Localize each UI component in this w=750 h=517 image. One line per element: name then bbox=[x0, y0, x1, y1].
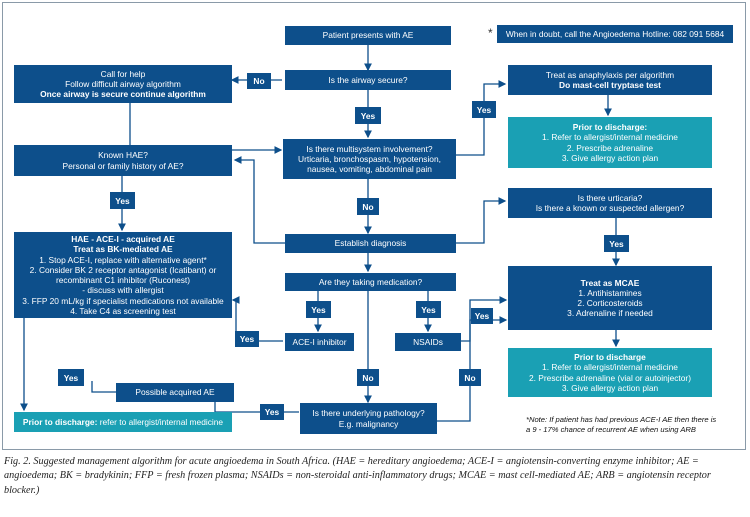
known-hae-line-1: Known HAE? bbox=[98, 150, 148, 161]
discharge3-bold: Prior to discharge: bbox=[22, 416, 98, 427]
label-yes-airway: Yes bbox=[355, 107, 381, 124]
label-yes-multisystem: Yes bbox=[472, 101, 496, 118]
node-discharge-anaphylaxis: Prior to discharge: 1. Refer to allergis… bbox=[508, 117, 712, 168]
node-acei-inhibitor: ACE-I inhibitor bbox=[285, 333, 354, 351]
mcae-line-4: 3. Adrenaline if needed bbox=[567, 308, 653, 319]
medication-text: Are they taking medication? bbox=[318, 276, 423, 287]
label-no-multisystem: No bbox=[357, 198, 379, 215]
note-line-1: *Note: If patient has had previous ACE-I… bbox=[526, 415, 717, 424]
call-help-line-3: Once airway is secure continue algorithm bbox=[40, 89, 206, 100]
node-call-for-help: Call for help Follow difficult airway al… bbox=[14, 65, 232, 103]
figure-caption: Fig. 2. Suggested management algorithm f… bbox=[4, 456, 711, 496]
node-nsaids: NSAIDs bbox=[395, 333, 461, 351]
discharge1-line-1: 1. Refer to allergist/internal medicine bbox=[542, 132, 678, 143]
hotline-text: When in doubt, call the Angioedema Hotli… bbox=[505, 28, 725, 39]
discharge2-title: Prior to discharge bbox=[574, 352, 646, 362]
label-yes-acei: Yes bbox=[306, 301, 331, 318]
anaphylaxis-line-1: Treat as anaphylaxis per algorithm bbox=[545, 69, 675, 80]
node-underlying-pathology: Is there underlying pathology? E.g. mali… bbox=[300, 403, 437, 434]
node-mcae: Treat as MCAE 1. Antihistamines 2. Corti… bbox=[508, 266, 712, 330]
possible-acquired-text: Possible acquired AE bbox=[135, 387, 215, 398]
hae-line-6: - discuss with allergist bbox=[82, 285, 164, 296]
note-line-2: a 9 - 17% chance of recurrent AE when us… bbox=[526, 425, 696, 435]
label-no-airway: No bbox=[247, 73, 271, 89]
node-hae-treatment: HAE - ACE-I - acquired AE Treat as BK-me… bbox=[14, 232, 232, 318]
arrow-callhelp-multisystem bbox=[129, 103, 283, 154]
mcae-line-3: 2. Corticosteroids bbox=[577, 298, 643, 308]
node-airway-secure: Is the airway secure? bbox=[285, 70, 451, 90]
node-airway-secure-text: Is the airway secure? bbox=[328, 74, 408, 85]
call-help-line-1: Call for help bbox=[100, 68, 146, 79]
underlying-line-2: E.g. malignancy bbox=[338, 418, 399, 429]
mcae-line-2: 1. Antihistamines bbox=[578, 287, 642, 298]
urticaria-line-2: Is there a known or suspected allergen? bbox=[535, 203, 685, 213]
arrow-underlying-acquired bbox=[214, 402, 299, 413]
node-urticaria: Is there urticaria? Is there a known or … bbox=[508, 188, 712, 218]
hotline-banner: When in doubt, call the Angioedema Hotli… bbox=[497, 25, 733, 43]
label-no-underlying: No bbox=[459, 369, 481, 386]
label-no-medication: No bbox=[357, 369, 379, 386]
arrow-establish-urticaria bbox=[456, 197, 507, 244]
hae-line-8: 4. Take C4 as screening test bbox=[70, 305, 176, 316]
label-yes-acei-hae: Yes bbox=[235, 331, 259, 347]
node-possible-acquired: Possible acquired AE bbox=[116, 383, 234, 402]
mcae-line-1: Treat as MCAE bbox=[580, 277, 640, 288]
label-yes-nsaids-mcae: Yes bbox=[471, 308, 493, 324]
label-yes-urticaria: Yes bbox=[604, 235, 629, 252]
arb-note: *Note: If patient has had previous ACE-I… bbox=[526, 415, 741, 436]
multisystem-line-1: Is there multisystem involvement? bbox=[306, 143, 433, 154]
hae-line-4: 2. Consider BK 2 receptor antagonist (Ic… bbox=[29, 264, 217, 275]
node-establish-diagnosis: Establish diagnosis bbox=[285, 234, 456, 253]
discharge3-rest: refer to allergist/internal medicine bbox=[97, 416, 224, 427]
discharge1-title: Prior to discharge: bbox=[572, 122, 648, 132]
hae-line-7: 3. FFP 20 mL/kg if specialist medication… bbox=[22, 295, 224, 306]
known-hae-line-2: Personal or family history of AE? bbox=[62, 160, 184, 171]
node-patient-presents: Patient presents with AE bbox=[285, 26, 451, 45]
hotline-asterisk: * bbox=[488, 26, 493, 40]
node-taking-medication: Are they taking medication? bbox=[285, 273, 456, 291]
call-help-line-2: Follow difficult airway algorithm bbox=[65, 78, 181, 89]
label-yes-nsaids: Yes bbox=[416, 301, 441, 318]
nsaids-text: NSAIDs bbox=[413, 336, 443, 347]
acei-text: ACE-I inhibitor bbox=[292, 336, 347, 347]
discharge1-line-3: 3. Give allergy action plan bbox=[561, 152, 659, 163]
discharge2-line-2: 2. Prescribe adrenaline (vial or autoinj… bbox=[529, 372, 691, 383]
hae-line-5: recombinant C1 inhibitor (Ruconest) bbox=[55, 275, 191, 285]
label-yes-acquired: Yes bbox=[58, 369, 84, 386]
underlying-line-1: Is there underlying pathology? bbox=[312, 408, 425, 419]
anaphylaxis-line-2: Do mast-cell tryptase test bbox=[559, 80, 661, 90]
discharge1-line-2: 2. Prescribe adrenaline bbox=[566, 142, 654, 153]
label-yes-underlying: Yes bbox=[260, 404, 284, 420]
node-known-hae: Known HAE? Personal or family history of… bbox=[14, 145, 232, 176]
label-yes-known-hae: Yes bbox=[110, 192, 135, 209]
node-anaphylaxis: Treat as anaphylaxis per algorithm Do ma… bbox=[508, 65, 712, 95]
establish-text: Establish diagnosis bbox=[334, 238, 407, 249]
arrow-establish-knownhae bbox=[233, 156, 285, 244]
urticaria-line-1: Is there urticaria? bbox=[577, 192, 643, 203]
discharge2-line-3: 3. Give allergy action plan bbox=[561, 382, 659, 393]
node-discharge-mcae: Prior to discharge 1. Refer to allergist… bbox=[508, 348, 712, 397]
hae-line-2: Treat as BK-mediated AE bbox=[73, 244, 173, 255]
multisystem-line-3: nausea, vomiting, abdominal pain bbox=[307, 164, 432, 175]
node-discharge-acquired: Prior to discharge: refer to allergist/i… bbox=[14, 412, 232, 432]
arrow-acquired-yes bbox=[91, 381, 116, 393]
node-patient-presents-text: Patient presents with AE bbox=[322, 30, 414, 41]
arrow-multisystem-anaphylaxis bbox=[456, 80, 507, 156]
arrow-acei-haebox bbox=[231, 296, 283, 342]
node-multisystem: Is there multisystem involvement? Urtica… bbox=[283, 139, 456, 179]
hae-line-3: 1. Stop ACE-I, replace with alternative … bbox=[39, 254, 207, 265]
hae-line-1: HAE - ACE-I - acquired AE bbox=[71, 234, 175, 244]
discharge2-line-1: 1. Refer to allergist/internal medicine bbox=[542, 362, 678, 373]
multisystem-line-2: Urticaria, bronchospasm, hypotension, bbox=[298, 153, 441, 164]
